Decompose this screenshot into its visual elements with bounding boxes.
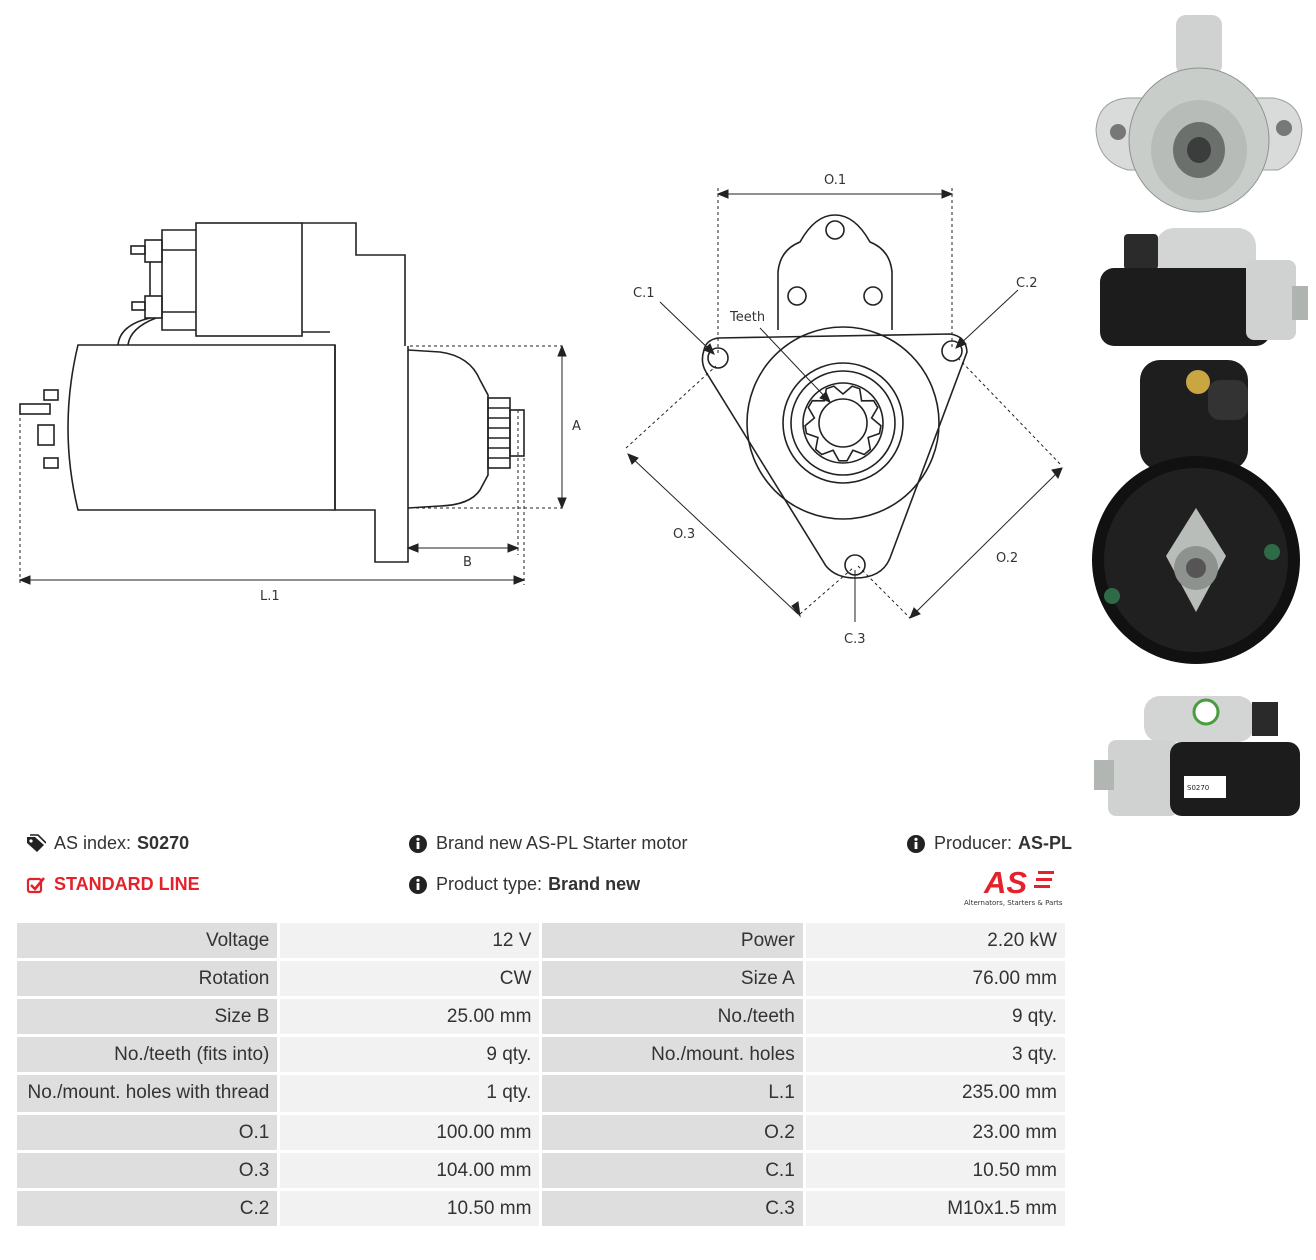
product-type-row: Product type: Brand new xyxy=(408,874,640,895)
spec-label: No./mount. holes xyxy=(539,1034,806,1075)
dim-label-l1: L.1 xyxy=(260,589,280,604)
spec-value: M10x1.5 mm xyxy=(802,1188,1069,1229)
spec-label: No./mount. holes with thread xyxy=(13,1072,281,1115)
dim-label-b: B xyxy=(463,555,472,570)
producer-label: Producer: xyxy=(934,833,1013,853)
spec-value: 12 V xyxy=(277,920,543,961)
technical-drawings: A B L.1 xyxy=(18,173,1063,647)
spec-value: 1 qty. xyxy=(277,1072,543,1115)
logo-text: AS xyxy=(983,865,1027,900)
front-view-photo xyxy=(1095,15,1303,213)
dim-label-o1: O.1 xyxy=(824,173,846,188)
spec-label: C.1 xyxy=(539,1150,806,1191)
spec-value: CW xyxy=(277,958,543,999)
spec-value: 10.50 mm xyxy=(802,1150,1069,1191)
dim-label-o2: O.2 xyxy=(996,551,1018,566)
product-description: Brand new AS-PL Starter motor xyxy=(436,833,688,853)
spec-value: 235.00 mm xyxy=(802,1072,1069,1115)
product-type-label: Product type: xyxy=(436,874,543,894)
info-icon xyxy=(409,875,427,894)
checkbox-checked-icon xyxy=(26,876,46,893)
spec-label: Power xyxy=(539,920,806,961)
spec-value: 25.00 mm xyxy=(277,996,543,1037)
spec-value: 3 qty. xyxy=(802,1034,1069,1075)
line-row: STANDARD LINE xyxy=(26,874,200,895)
info-icon xyxy=(409,834,427,853)
spec-label: C.3 xyxy=(539,1188,806,1229)
spec-value: 104.00 mm xyxy=(277,1150,543,1191)
producer-value: AS-PL xyxy=(1018,833,1073,853)
spec-label: Size B xyxy=(13,996,281,1037)
side-view-drawing xyxy=(19,222,525,563)
spec-value: 9 qty. xyxy=(277,1034,543,1075)
spec-label: C.2 xyxy=(13,1188,281,1229)
spec-label: L.1 xyxy=(539,1072,806,1115)
spec-value: 9 qty. xyxy=(802,996,1069,1037)
spec-label: Rotation xyxy=(13,958,281,999)
spec-label: O.1 xyxy=(13,1112,281,1153)
side-view-photo: S0270 xyxy=(1094,696,1300,816)
top-view-photo xyxy=(1100,228,1308,346)
spec-row: No./teeth (fits into)9 qty.No./mount. ho… xyxy=(13,1034,1069,1075)
dim-label-c1: C.1 xyxy=(633,286,654,301)
description-row: Brand new AS-PL Starter motor xyxy=(408,833,687,854)
standard-line-label: STANDARD LINE xyxy=(54,874,200,894)
spec-label: Size A xyxy=(539,958,806,999)
as-pl-logo: AS Alternators, Starters & Parts xyxy=(964,865,1063,907)
spec-label: No./teeth (fits into) xyxy=(13,1034,281,1075)
spec-value: 2.20 kW xyxy=(802,920,1069,961)
spec-label: O.2 xyxy=(539,1112,806,1153)
spec-label: O.3 xyxy=(13,1150,281,1191)
info-icon xyxy=(907,834,925,853)
spec-value: 23.00 mm xyxy=(802,1112,1069,1153)
spec-label: No./teeth xyxy=(539,996,806,1037)
dim-label-teeth: Teeth xyxy=(729,310,765,325)
producer-row: Producer: AS-PL xyxy=(906,833,1072,854)
spec-label: Voltage xyxy=(13,920,281,961)
front-view-drawing xyxy=(701,214,968,579)
spec-value: 76.00 mm xyxy=(802,958,1069,999)
dim-label-c2: C.2 xyxy=(1016,276,1037,291)
dim-label-a: A xyxy=(572,419,581,434)
rear-view-photo xyxy=(1092,360,1300,664)
dim-label-o3: O.3 xyxy=(673,527,695,542)
spec-value: 100.00 mm xyxy=(277,1112,543,1153)
as-index-row: AS index: S0270 xyxy=(26,833,189,854)
dim-label-c3: C.3 xyxy=(844,632,865,647)
photo-label: S0270 xyxy=(1187,784,1209,792)
product-type-value: Brand new xyxy=(548,874,641,894)
as-index-value: S0270 xyxy=(137,833,190,853)
as-index-label: AS index: xyxy=(54,833,132,853)
logo-tagline: Alternators, Starters & Parts xyxy=(964,899,1063,907)
tag-icon xyxy=(27,833,46,852)
spec-value: 10.50 mm xyxy=(277,1188,543,1229)
